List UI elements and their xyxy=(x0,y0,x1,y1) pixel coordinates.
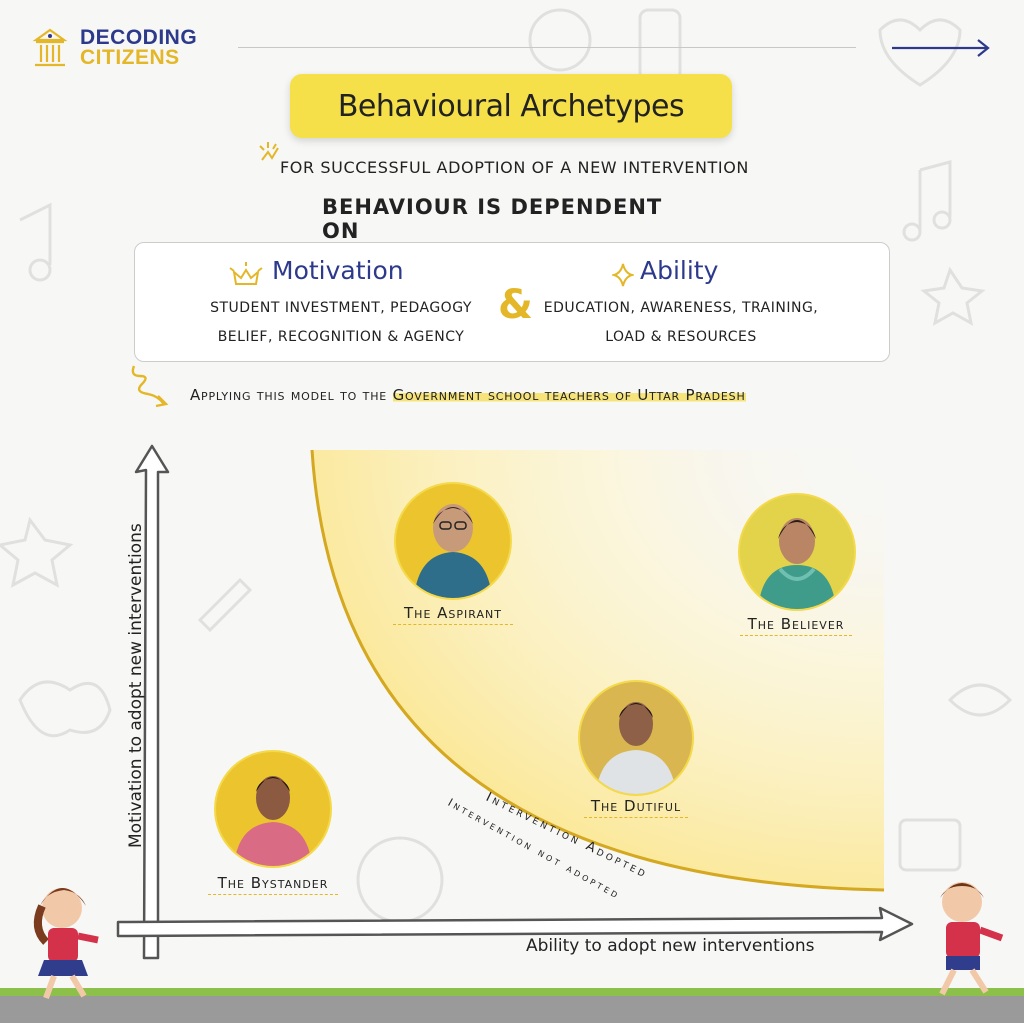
x-axis-label: Ability to adopt new interventions xyxy=(526,936,815,956)
motivation-line1: STUDENT INVESTMENT, PEDAGOGY xyxy=(210,300,472,316)
adoption-curve xyxy=(310,449,885,892)
ampersand: & xyxy=(498,282,533,328)
next-arrow-icon[interactable] xyxy=(888,36,994,60)
girl-student-illustration xyxy=(33,888,99,1000)
pillar-icon xyxy=(32,28,68,67)
subtitle-dependent: BEHAVIOUR IS DEPENDENT ON xyxy=(322,195,702,246)
ability-heading: Ability xyxy=(640,256,719,285)
applying-prefix: Applying this model to the xyxy=(190,386,393,404)
aspirant-portrait xyxy=(396,484,510,598)
header-divider xyxy=(238,47,856,48)
curly-arrow-icon xyxy=(131,365,169,408)
factors-card xyxy=(134,242,890,362)
subtitle-adoption: FOR SUCCESSFUL ADOPTION OF A NEW INTERVE… xyxy=(280,158,749,177)
aspirant-label: The Aspirant xyxy=(393,604,513,625)
y-axis-arrow xyxy=(134,444,170,960)
ability-line1: EDUCATION, AWARENESS, TRAINING, xyxy=(543,300,819,316)
applying-text: Applying this model to the Government sc… xyxy=(190,386,890,404)
sparkle-star-icon xyxy=(612,263,634,287)
bystander-label: The Bystander xyxy=(208,874,338,895)
crown-icon xyxy=(229,262,263,285)
brand-line1: DECODING xyxy=(80,26,198,49)
dutiful-label: The Dutiful xyxy=(584,797,688,818)
y-axis-label: Motivation to adopt new interventions xyxy=(126,523,146,848)
believer-label: The Believer xyxy=(740,615,852,636)
motivation-heading: Motivation xyxy=(272,256,404,285)
ability-line2: LOAD & RESOURCES xyxy=(605,329,757,345)
motivation-line2: BELIEF, RECOGNITION & AGENCY xyxy=(217,329,465,345)
person-icon xyxy=(414,504,492,598)
person-icon xyxy=(596,702,676,794)
person-icon xyxy=(758,518,836,609)
ability-description: EDUCATION, AWARENESS, TRAINING, LOAD & R… xyxy=(536,294,826,352)
ground-road xyxy=(0,996,1024,1023)
brand-line2: CITIZENS xyxy=(80,46,180,69)
sparkle-icon xyxy=(259,142,279,161)
dutiful-portrait xyxy=(580,682,692,794)
brand-logo: DECODING CITIZENS xyxy=(32,24,212,72)
person-icon xyxy=(234,776,312,866)
bystander-portrait xyxy=(216,752,330,866)
ground-strip xyxy=(0,988,1024,996)
believer-portrait xyxy=(740,495,854,609)
applying-highlight: Government school teachers of Uttar Prad… xyxy=(392,386,746,404)
motivation-description: STUDENT INVESTMENT, PEDAGOGY BELIEF, REC… xyxy=(196,294,486,352)
x-axis-arrow xyxy=(116,906,914,942)
page-title: Behavioural Archetypes xyxy=(290,74,732,138)
boy-student-illustration xyxy=(939,882,1004,996)
